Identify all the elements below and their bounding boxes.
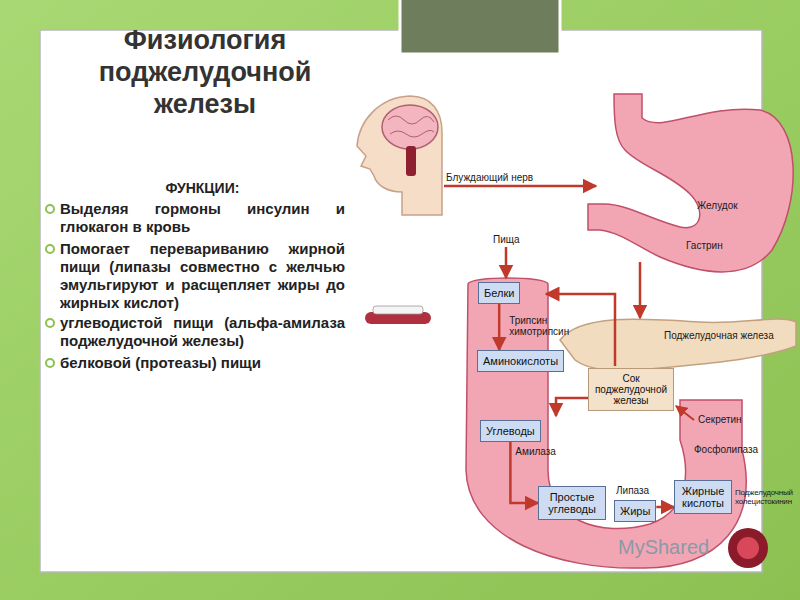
stomach: [588, 94, 793, 272]
enzyme-label: Фосфолипаза: [694, 444, 758, 455]
hormone-label: Секретин: [698, 414, 742, 425]
function-list: ФУНКЦИИ: Выделяя гормоны инсулин и глюкаг…: [60, 180, 345, 376]
brain-folds: [388, 116, 434, 137]
gastrin-arrow: [639, 262, 642, 318]
bullet-text: Помогает перевариванию жирной пищи (липа…: [60, 240, 345, 312]
substance-box: Жирные кислоты: [674, 480, 732, 514]
food-label: Пища: [493, 234, 520, 245]
bullet-text: Выделяя гормоны инсулин и глюкагон в кро…: [60, 200, 345, 236]
brain: [382, 105, 438, 149]
substance-box: Углеводы: [480, 420, 541, 442]
intestine-lumen: [737, 537, 759, 559]
food-arrow: [505, 247, 508, 278]
reaction-arrow: [656, 506, 674, 509]
enzyme-label: Липаза: [616, 485, 649, 496]
reaction-arrow: [498, 304, 501, 350]
hormone-label: Поджелудочный холецистокинин: [735, 488, 798, 506]
enzyme-label: Амилаза: [515, 446, 556, 457]
nerve-label: Блуждающий нерв: [446, 172, 533, 183]
box-text: Аминокислоты: [483, 355, 558, 367]
organ-label: Желудок: [697, 200, 738, 211]
tissue-slice: [365, 312, 431, 324]
pancreas: [560, 319, 796, 370]
top-frame: [400, 0, 560, 54]
intestine-section: [728, 528, 768, 568]
organ-label: Поджелудочная железа: [664, 330, 774, 341]
hormone-label: Гастрин: [686, 240, 723, 251]
box-text: Жирные кислоты: [680, 485, 726, 509]
slide-panel: [40, 30, 762, 572]
brain-stem: [406, 146, 416, 176]
vagus-arrow: [444, 185, 596, 188]
bullet-text: белковой (протеазы) пищи: [60, 354, 345, 372]
slide-title: Физиология поджелудочной железы: [52, 24, 358, 120]
head: [357, 96, 442, 215]
substance-box: Простые углеводы: [538, 486, 606, 520]
box-text: Сок поджелудочной железы: [594, 373, 668, 406]
tissue-slice-top: [373, 306, 423, 314]
box-text: Углеводы: [486, 425, 535, 437]
juice-arrow: [556, 398, 588, 416]
bullet-text: углеводистой пищи (альфа-амилаза поджелу…: [60, 314, 345, 350]
substance-box: Аминокислоты: [477, 350, 564, 372]
juice-box: Сок поджелудочной железы: [588, 368, 674, 411]
substance-box: Белки: [478, 282, 520, 304]
watermark: MyShared: [618, 536, 709, 558]
enzyme-label: Трипсин химотрипсин: [509, 315, 579, 337]
duodenum: [466, 278, 746, 568]
box-text: Жиры: [620, 505, 650, 517]
substance-box: Жиры: [614, 500, 656, 522]
box-text: Белки: [484, 287, 514, 299]
section-heading: ФУНКЦИИ:: [60, 180, 345, 196]
secretin-arrow: [676, 406, 694, 420]
box-text: Простые углеводы: [544, 491, 600, 515]
